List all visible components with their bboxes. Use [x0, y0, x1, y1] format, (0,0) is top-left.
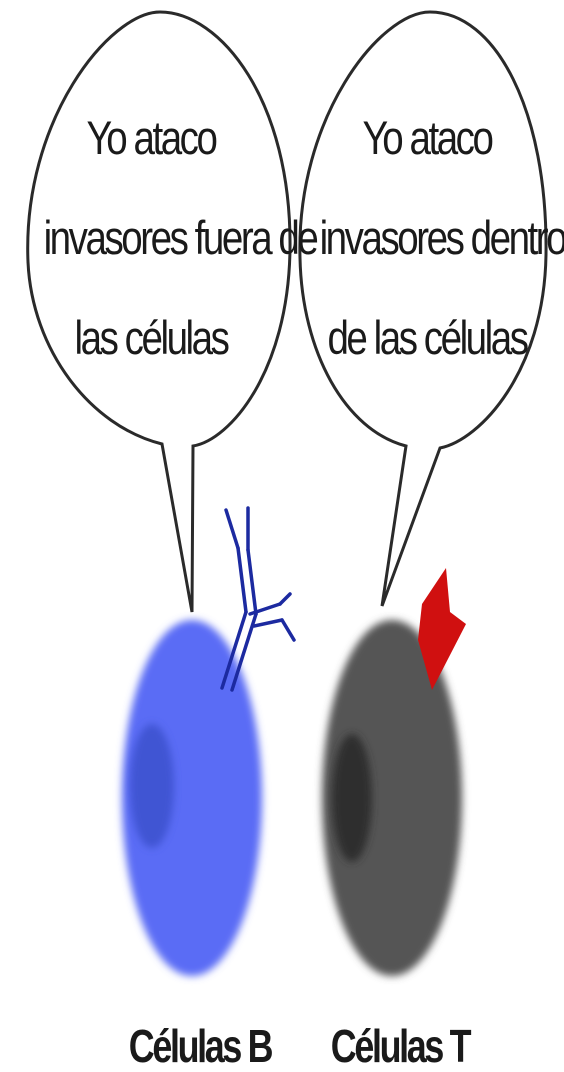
b-cell-nucleus	[130, 724, 174, 848]
t-cell-speech-text: Yo ataco invasores dentro de las células	[320, 88, 535, 388]
t-cell	[322, 620, 462, 976]
b-cell-speech-line-3: las células	[44, 288, 259, 388]
t-cell-speech-line-1: Yo ataco	[320, 88, 535, 188]
b-cell-label: Células B	[122, 1006, 278, 1072]
b-cell-speech-line-1: Yo ataco	[44, 88, 259, 188]
t-cell-speech-line-3: de las células	[320, 288, 535, 388]
t-cell-nucleus	[332, 734, 372, 862]
b-cell-speech-line-2: invasores fuera de	[44, 188, 259, 288]
t-cell-speech-line-2: invasores dentro	[320, 188, 535, 288]
t-cell-label: Células T	[322, 1006, 478, 1072]
b-cell-speech-text: Yo ataco invasores fuera de las células	[44, 88, 259, 388]
b-cell	[122, 620, 262, 976]
